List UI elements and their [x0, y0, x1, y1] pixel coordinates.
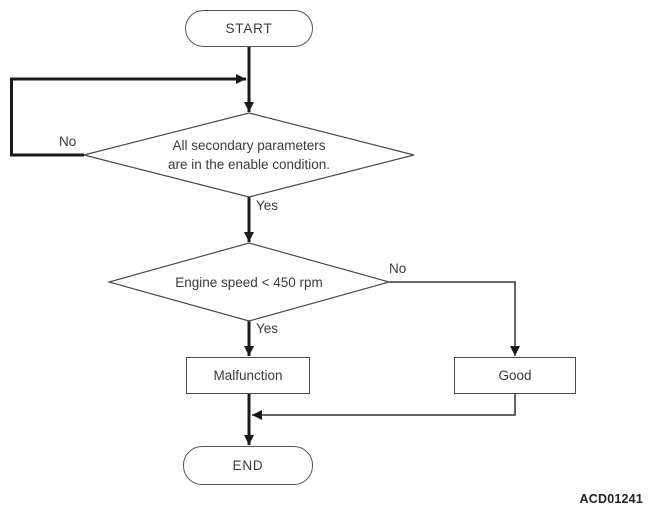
end-node: END — [183, 446, 313, 485]
edge-decision2-no-to-good — [389, 281, 520, 356]
decision1-no-label: No — [58, 134, 78, 149]
edge-good-to-merge — [252, 394, 516, 420]
decision2-no-label: No — [388, 261, 408, 276]
malfunction-node: Malfunction — [186, 357, 310, 394]
start-node: START — [185, 10, 313, 47]
decision1-yes-label: Yes — [255, 198, 280, 213]
decision2-yes-label: Yes — [255, 321, 280, 336]
edge-decision1-no-loop — [10, 74, 246, 157]
figure-code: ACD01241 — [579, 492, 643, 506]
decision1-shape — [83, 112, 415, 198]
good-node: Good — [454, 357, 576, 394]
decision2-shape — [106, 242, 392, 322]
